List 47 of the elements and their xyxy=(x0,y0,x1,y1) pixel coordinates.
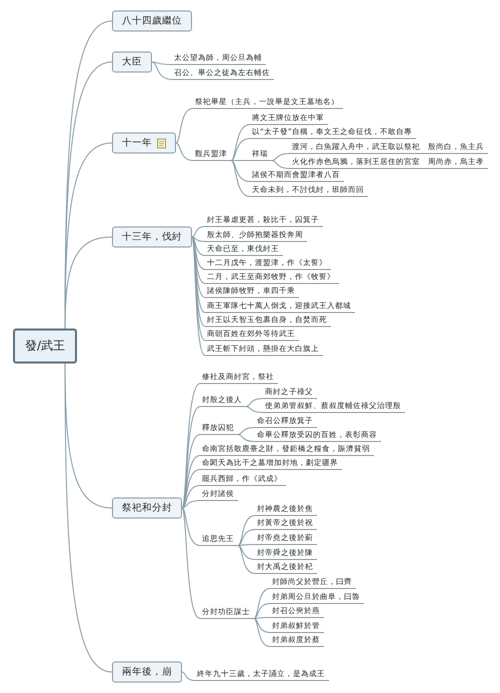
branch-connector xyxy=(64,363,112,672)
branch-connector xyxy=(230,160,250,197)
branch-connector xyxy=(230,138,250,161)
topic-box xyxy=(112,132,176,154)
branch-connector xyxy=(182,383,200,508)
branch-connector xyxy=(246,398,264,407)
branch-connector xyxy=(230,160,250,161)
branch-connector xyxy=(238,529,256,546)
branch-connector xyxy=(182,672,196,681)
branch-connector xyxy=(272,153,290,161)
branch-connector xyxy=(238,545,256,560)
topic-box: 兩年後，崩 xyxy=(112,662,182,682)
branch-connector xyxy=(254,617,270,619)
branch-connector xyxy=(192,226,206,238)
branch-connector xyxy=(246,406,264,413)
topic-box: 祭祀和分封 xyxy=(112,498,182,518)
branch-connector xyxy=(238,515,256,546)
subtopic-underline xyxy=(290,142,488,154)
branch-connector xyxy=(254,618,270,647)
branch-connector xyxy=(238,544,256,546)
branch-connector xyxy=(230,160,250,182)
branch-connector xyxy=(272,160,290,169)
central-topic-box: 發/武王 xyxy=(13,328,78,364)
branch-connector xyxy=(182,508,200,546)
topic-label: 十一年 xyxy=(122,136,152,150)
branch-connector xyxy=(64,236,112,329)
branch-connector xyxy=(182,508,200,619)
topic-box: 八十四歲繼位 xyxy=(112,10,192,32)
branch-connector xyxy=(152,62,172,65)
branch-connector xyxy=(176,142,194,161)
branch-connector xyxy=(238,427,256,435)
branch-connector xyxy=(182,485,200,508)
branch-connector xyxy=(192,236,206,242)
branch-connector xyxy=(238,434,256,442)
subtopic-underline xyxy=(290,157,488,169)
branch-connector xyxy=(230,124,250,161)
topic-box: 大臣 xyxy=(112,52,152,72)
topic-box: 十三年，伐紂 xyxy=(112,226,192,248)
branch-connector xyxy=(254,603,270,619)
branch-connector xyxy=(182,500,200,508)
branch-connector xyxy=(182,469,200,508)
branch-connector xyxy=(192,236,206,256)
branch-connector xyxy=(152,62,172,80)
branch-connector xyxy=(176,108,194,144)
branch-connector xyxy=(254,588,270,619)
branch-connector xyxy=(254,618,270,633)
branch-connector xyxy=(238,545,256,574)
